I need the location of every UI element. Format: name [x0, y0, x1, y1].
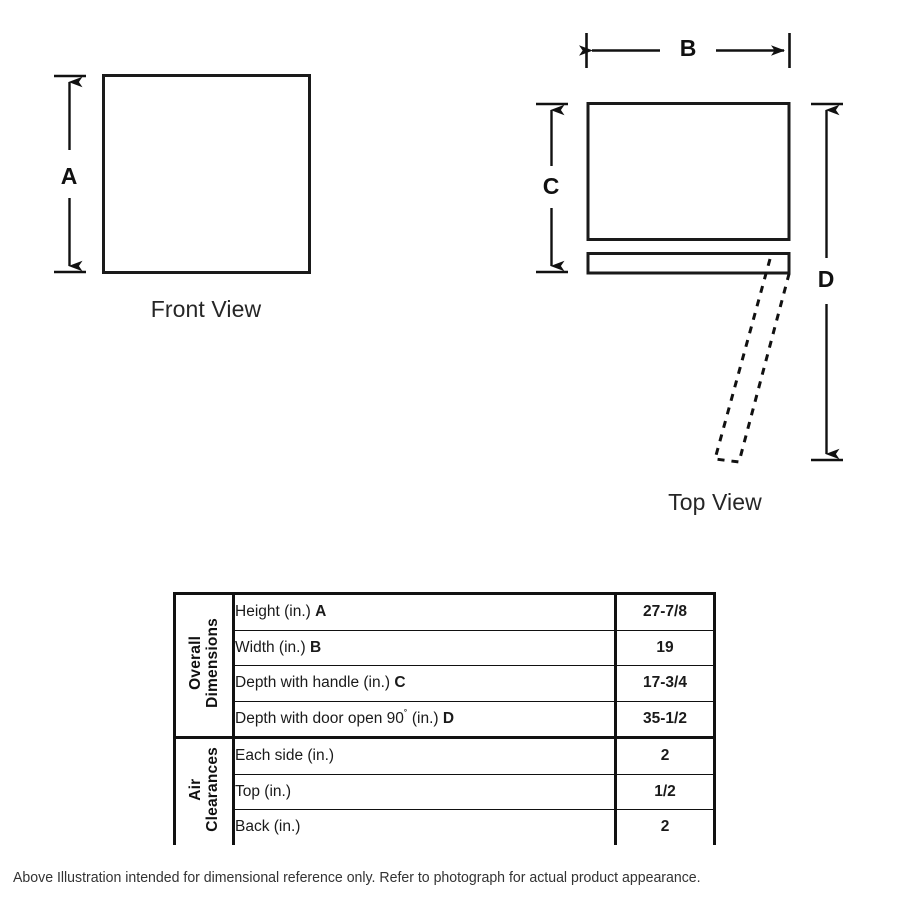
spec-label: Depth with door open 90˚ (in.) D — [233, 701, 617, 738]
illustration-disclaimer-note: Above Illustration intended for dimensio… — [13, 869, 701, 886]
spec-label: Back (in.) — [233, 809, 617, 845]
dimension-label-a: A — [60, 163, 78, 189]
dimension-label-b: B — [679, 35, 697, 61]
spec-value: 27-7/8 — [615, 592, 716, 631]
spec-label: Top (in.) — [233, 774, 617, 810]
top-view-caption: Top View — [668, 489, 762, 515]
front-view-caption: Front View — [150, 296, 262, 322]
dimension-label-d: D — [817, 266, 835, 292]
degree-symbol: ˚ — [403, 709, 408, 722]
spec-ref-letter: D — [442, 710, 455, 728]
spec-value: 19 — [615, 630, 716, 666]
spec-label: Depth with handle (in.) C — [233, 665, 617, 702]
dimension-a-arrow — [54, 74, 86, 274]
spec-value: 2 — [615, 736, 716, 775]
group-label-line-1: Overall — [186, 636, 204, 690]
dimension-d-arrow — [811, 102, 843, 462]
spec-value: 2 — [615, 809, 716, 845]
spec-label: Each side (in.) — [233, 736, 617, 775]
spec-ref-letter: C — [394, 674, 406, 692]
table-row: Depth with door open 90˚ (in.) D 35-1/2 — [175, 701, 716, 738]
top-view-door-bar-outline — [586, 252, 791, 275]
table-row: Back (in.) 2 — [175, 809, 716, 845]
spec-ref-letter: B — [309, 638, 322, 656]
spec-value: 35-1/2 — [615, 701, 716, 738]
top-view-door-open-dashed-outline — [713, 258, 791, 464]
spec-label-text: Height (in.) — [235, 603, 311, 621]
spec-value: 17-3/4 — [615, 665, 716, 702]
technical-drawing — [54, 33, 843, 464]
dimension-b-arrow — [579, 33, 791, 68]
table-row: Depth with handle (in.) C 17-3/4 — [175, 665, 716, 702]
table-row: Width (in.) B 19 — [175, 630, 716, 666]
group-label-line-1: Air — [186, 778, 204, 801]
spec-ref-letter: A — [315, 603, 327, 621]
top-view-body-outline — [586, 102, 791, 241]
spec-label-text: Width (in.) — [235, 638, 306, 656]
group-label-line-2: Clearances — [204, 746, 221, 832]
dimension-c-arrow — [536, 102, 568, 274]
spec-value: 1/2 — [615, 774, 716, 810]
table-row: Top (in.) 1/2 — [175, 774, 716, 810]
spec-label: Width (in.) B — [233, 630, 617, 666]
spec-label-text-suffix: (in.) — [407, 710, 439, 728]
dimension-label-c: C — [542, 173, 560, 199]
spec-label-text: Depth with door open 90 — [235, 710, 404, 728]
spec-label-text: Depth with handle (in.) — [235, 674, 391, 692]
group-label-line-2: Dimensions — [204, 618, 221, 708]
spec-label: Height (in.) A — [233, 592, 617, 631]
front-view-outline — [102, 74, 311, 274]
